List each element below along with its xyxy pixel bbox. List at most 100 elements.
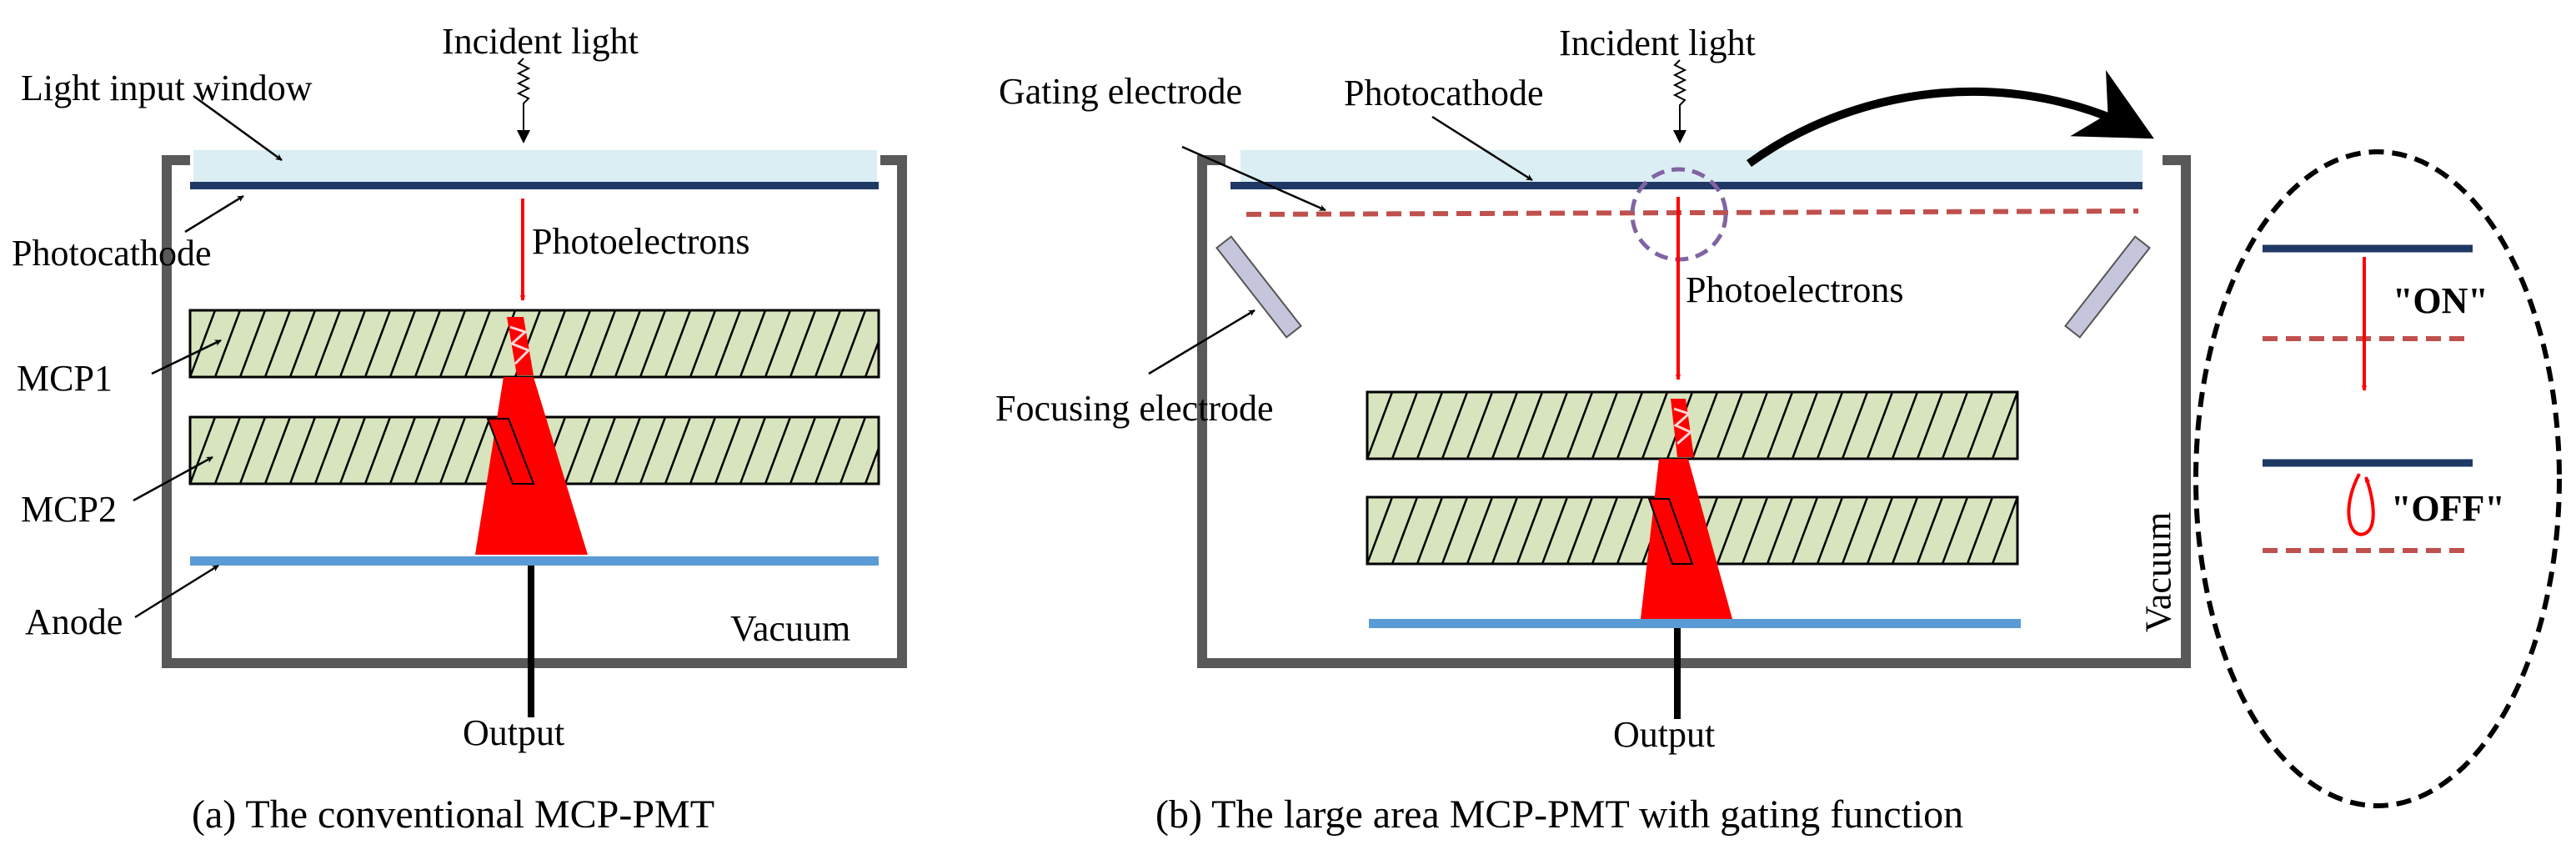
gating-inset: "ON" "OFF" (2193, 149, 2562, 808)
mcp-channel-line (1791, 497, 1819, 564)
mcp-channel-line (839, 417, 867, 484)
mcp-channel-line (1391, 497, 1419, 564)
mcp-channel-line (1566, 497, 1594, 564)
mcp-channel-line (664, 310, 692, 377)
panel-a-vacuum-label: Vacuum (730, 608, 850, 649)
mcp-channel-line (1591, 497, 1619, 564)
mcp-channel-line (1367, 497, 1369, 500)
mcp-channel-line (1691, 392, 1719, 459)
mcp-channel-line (1616, 392, 1644, 459)
panel-b-output-label: Output (1613, 714, 1715, 755)
panel-b-caption: (b) The large area MCP-PMT with gating f… (1155, 792, 1963, 837)
mcp-channel-line (1916, 392, 1944, 459)
panel-a-incident-light-ray (516, 58, 531, 132)
mcp-channel-line (1416, 497, 1444, 564)
panel-b-focusing-electrode-label: Focusing electrode (995, 388, 1274, 429)
panel-a-anode-label: Anode (25, 601, 123, 642)
mcp-channel-line (2016, 455, 2017, 459)
mcp-channel-line (1491, 497, 1519, 564)
panel-a-incident-light-label: Incident light (442, 21, 639, 62)
inset-off-electron-return (2347, 473, 2375, 536)
mcp-channel-line (338, 310, 367, 377)
mcp-channel-line (639, 417, 667, 484)
mcp-channel-line (764, 417, 792, 484)
mcp-channel-line (1541, 392, 1569, 459)
mcp-channel-line (714, 417, 742, 484)
panel-a-output-label: Output (463, 712, 564, 753)
mcp-channel-line (388, 310, 417, 377)
mcp-channel-line (1916, 497, 1944, 564)
mcp-channel-line (2042, 392, 2067, 459)
mcp-channel-line (288, 310, 317, 377)
mcp-channel-line (263, 417, 292, 484)
panel-a-mcp2-label: MCP2 (21, 489, 117, 530)
panel-b-mcp1-plate (1366, 390, 2067, 460)
mcp-channel-line (338, 417, 367, 484)
mcp-channel-line (363, 417, 392, 484)
mcp-channel-line (764, 310, 792, 377)
panel-a-photocathode (190, 182, 879, 189)
gating-inset-border (2193, 149, 2562, 808)
mcp-channel-line (238, 417, 267, 484)
mcp-channel-line (1741, 497, 1769, 564)
mcp-channel-line (639, 310, 667, 377)
mcp-channel-line (190, 417, 217, 484)
mcp-channel-line (1641, 392, 1669, 459)
mcp-channel-line (1791, 392, 1819, 459)
panel-b-photocathode (1230, 182, 2142, 189)
mcp-channel-line (313, 310, 342, 377)
mcp-channel-line (1866, 497, 1894, 564)
mcp-channel-line (238, 310, 267, 377)
mcp-channel-line (2042, 497, 2067, 564)
panel-a-mcp1-label: MCP1 (17, 358, 113, 399)
mcp-channel-line (564, 417, 592, 484)
mcp-channel-line (1441, 392, 1469, 459)
mcp-channel-line (689, 310, 717, 377)
mcp-channel-line (464, 417, 492, 484)
mcp-channel-line (1741, 392, 1769, 459)
mcp-channel-line (1941, 497, 1969, 564)
panel-b-light-input-window (1240, 150, 2142, 184)
panel-a-mcp1-plate (188, 309, 880, 379)
mcp-channel-line (1891, 497, 1919, 564)
mcp-channel-line (614, 310, 642, 377)
panel-b-gating-electrode-label: Gating electrode (999, 71, 1242, 112)
mcp-channel-line (190, 310, 217, 377)
mcp-channel-line (1816, 497, 1844, 564)
mcp-channel-line (1367, 497, 1394, 564)
mcp-channel-line (1716, 497, 1744, 564)
panel-b-mcp2-channel-avalanche (1647, 498, 1694, 565)
mcp-channel-line (1591, 392, 1619, 459)
mcp-channel-line (1866, 392, 1894, 459)
mcp-channel-line (1766, 497, 1794, 564)
mcp-channel-line (439, 310, 467, 377)
panel-a-light-input-window (193, 150, 877, 184)
mcp-channel-line (388, 417, 417, 484)
mcp-channel-line (539, 310, 567, 377)
mcp-channel-line (1491, 392, 1519, 459)
panel-a: Incident light Light input window Photoc… (12, 21, 907, 837)
panel-b-focusing-electrode-right (2064, 235, 2151, 339)
mcp-channel-line (1841, 497, 1869, 564)
mcp-channel-line (1716, 392, 1744, 459)
mcp-channel-line (1367, 392, 1394, 459)
mcp-channel-line (213, 310, 242, 377)
mcp-channel-line (589, 417, 617, 484)
mcp-channel-line (1616, 497, 1644, 564)
inset-on-label: "ON" (2393, 280, 2488, 321)
mcp-channel-line (614, 417, 642, 484)
mcp-channel-line (363, 310, 392, 377)
panel-b-anode (1369, 619, 2021, 628)
inset-off-label: "OFF" (2391, 488, 2505, 529)
panel-a-mcp2-channel-avalanche (486, 418, 535, 485)
panel-a-photocathode-label: Photocathode (12, 233, 212, 274)
panel-b: Incident light Gating electrode Photocat… (995, 23, 2191, 837)
panel-b-housing (1197, 155, 2191, 668)
panel-b-zoom-arrow (1747, 70, 2154, 168)
mcp-channel-line (413, 310, 442, 377)
mcp-channel-line (1991, 497, 2017, 564)
mcp-channel-line (263, 310, 292, 377)
mcp-channel-line (1891, 392, 1919, 459)
mcp-channel-line (1441, 497, 1469, 564)
